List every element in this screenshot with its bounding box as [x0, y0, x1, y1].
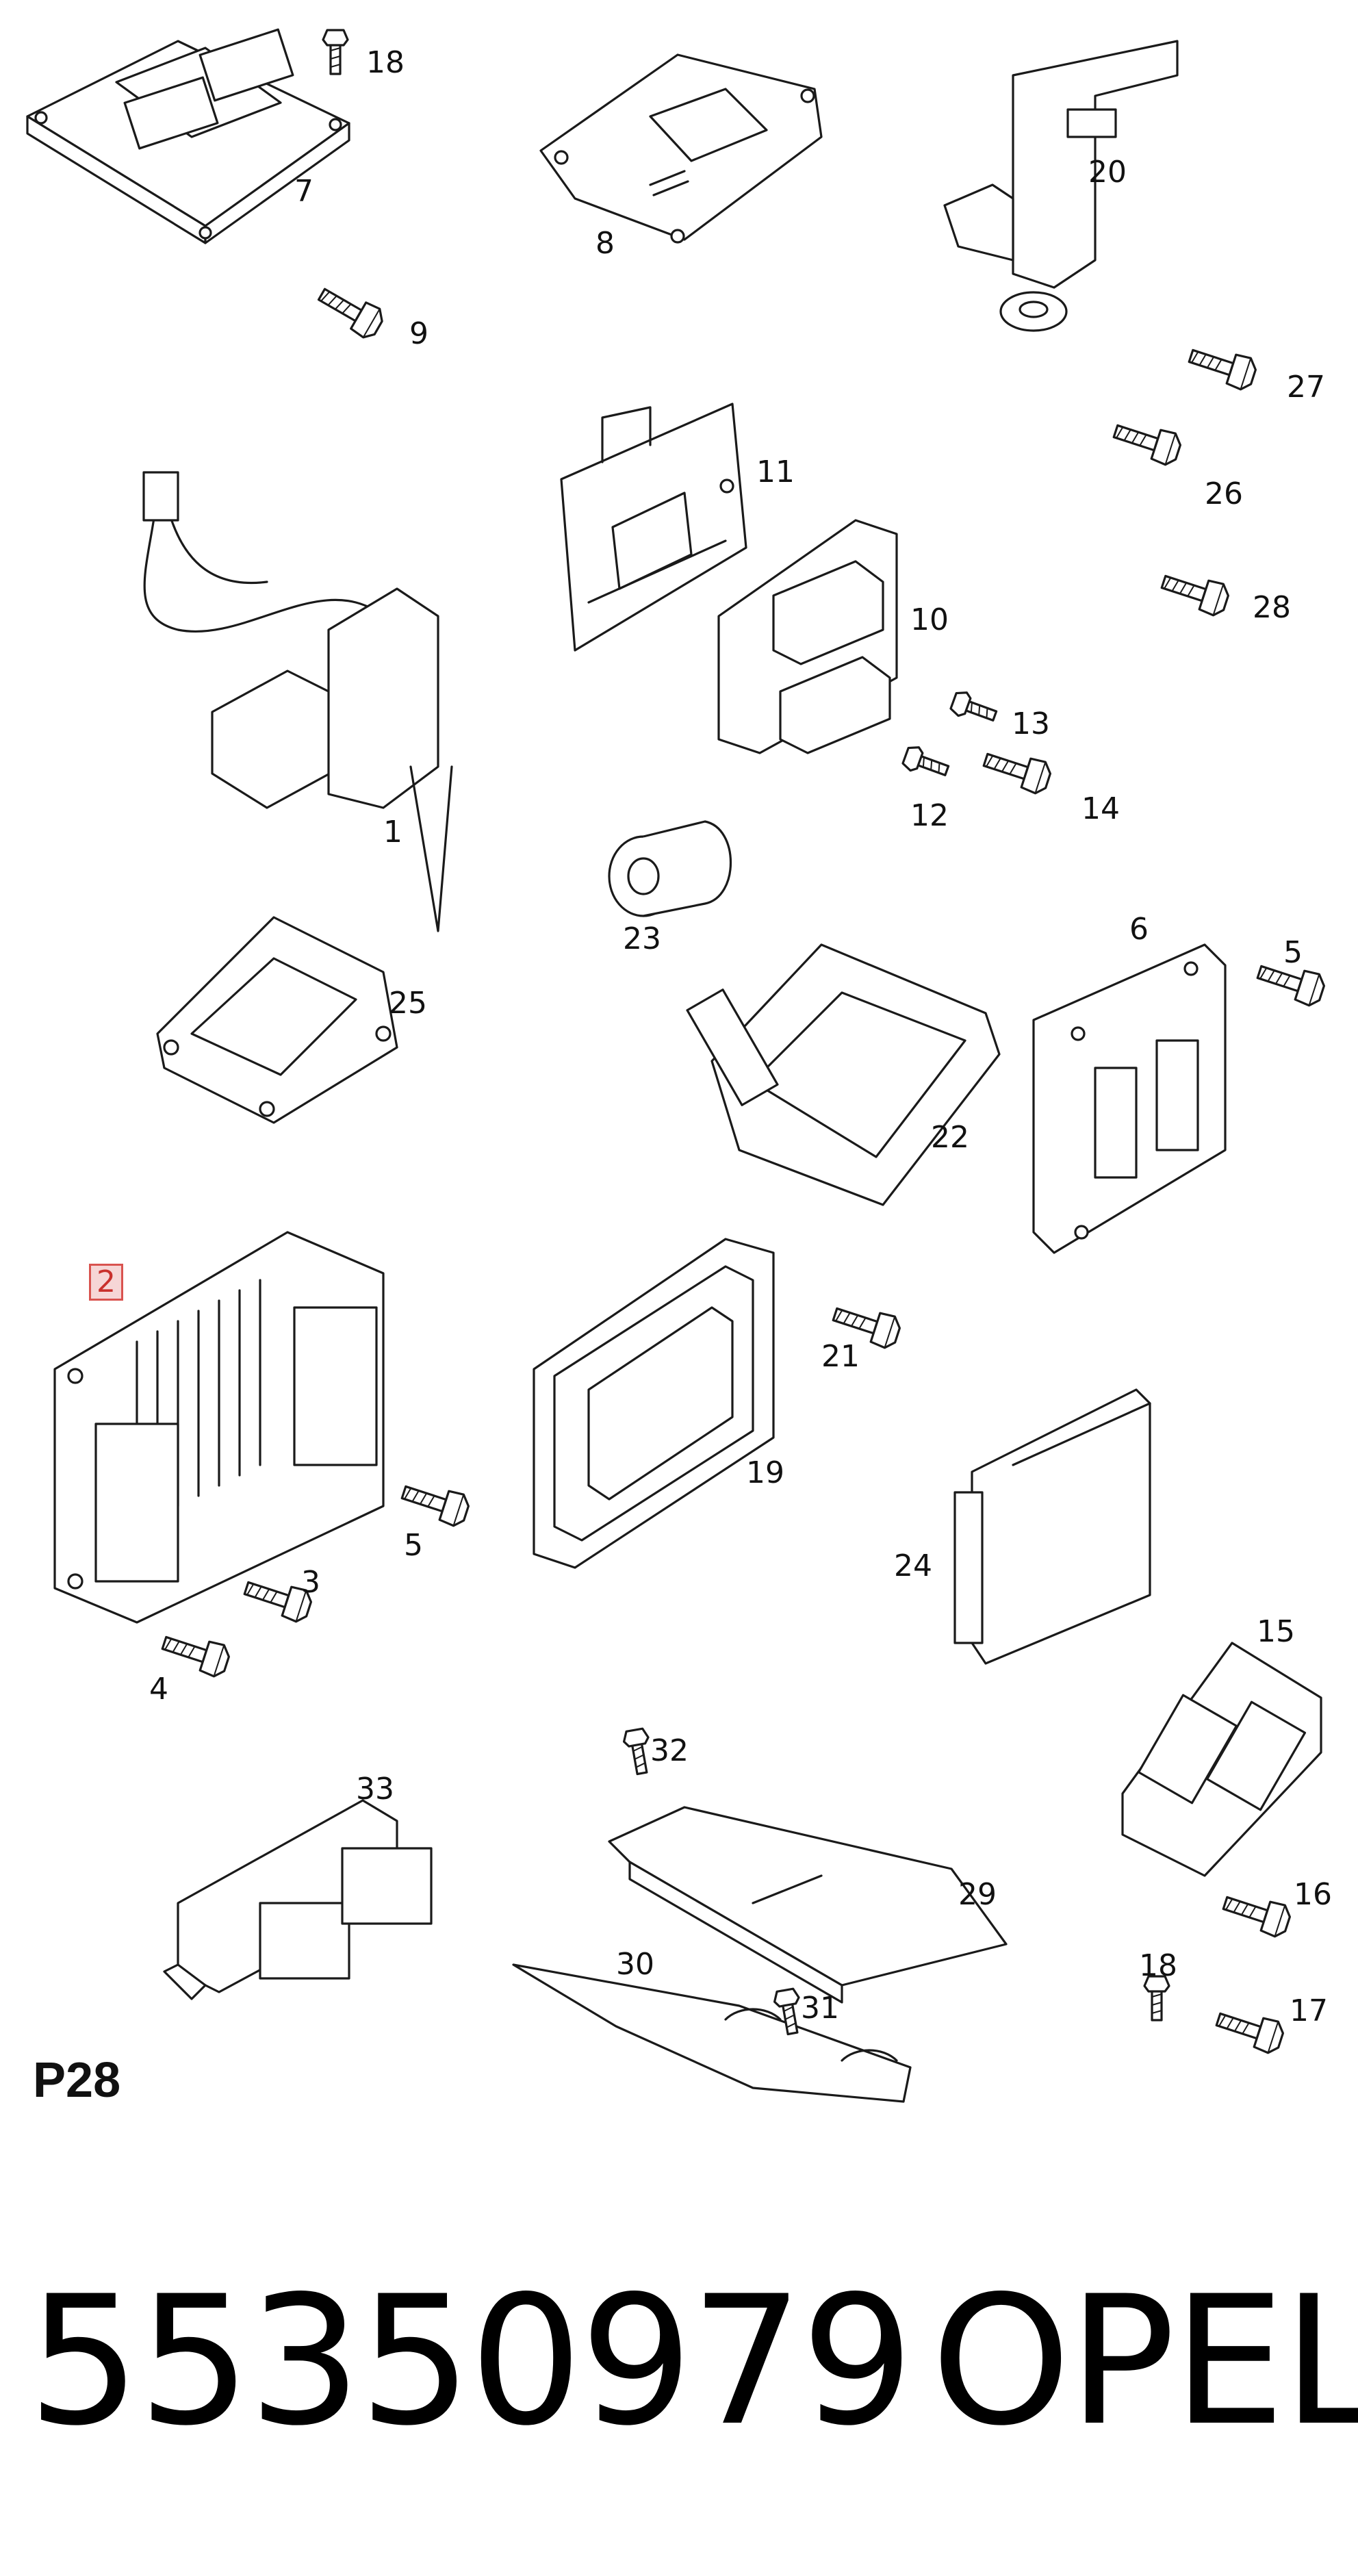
callout-29: 29	[958, 1877, 997, 1912]
callout-28: 28	[1253, 590, 1291, 625]
part-8-bracket	[539, 53, 823, 244]
callout-31: 31	[801, 1991, 839, 2026]
callout-8: 8	[595, 226, 615, 261]
callout-3: 3	[301, 1565, 320, 1600]
callout-24: 24	[894, 1548, 932, 1583]
part-33-relay-module	[163, 1799, 433, 2000]
callout-14: 14	[1081, 791, 1120, 826]
callout-18: 18	[366, 45, 405, 80]
callout-20: 20	[1088, 155, 1127, 190]
part-12-screw	[900, 743, 952, 784]
brand-name: OPEL	[931, 2258, 1358, 2465]
part-5-bolt-lower	[397, 1475, 473, 1530]
callout-19: 19	[746, 1455, 784, 1490]
part-25-housing	[156, 916, 398, 1124]
callout-21: 21	[821, 1339, 860, 1374]
callout-13: 13	[1012, 706, 1050, 741]
part-number: 55350979	[27, 2258, 914, 2465]
part-1-sensor	[142, 471, 453, 932]
callout-23: 23	[623, 921, 661, 956]
callout-5: 5	[1283, 935, 1303, 970]
callout-10: 10	[910, 602, 949, 637]
part-4-bolt	[157, 1626, 233, 1681]
part-26-bolt	[1109, 414, 1185, 469]
callout-16: 16	[1294, 1877, 1332, 1912]
part-30-plate	[512, 1963, 912, 2103]
exploded-parts-diagram	[26, 28, 1329, 2103]
part-29-module	[608, 1806, 1008, 2004]
callout-2-highlighted: 2	[89, 1264, 123, 1301]
part-10-module	[717, 519, 898, 754]
callout-25: 25	[389, 986, 427, 1021]
part-23-bushing	[608, 820, 732, 917]
callout-11: 11	[756, 455, 795, 489]
callout-32: 32	[650, 1733, 689, 1768]
callout-4: 4	[149, 1672, 168, 1707]
part-20-bracket	[943, 40, 1179, 332]
callout-30: 30	[616, 1947, 654, 1982]
callout-18: 18	[1139, 1948, 1177, 1983]
callout-15: 15	[1257, 1614, 1295, 1649]
part-2-ecu-highlighted	[53, 1231, 385, 1624]
part-32-screw	[621, 1726, 656, 1777]
part-6-control-unit	[1032, 943, 1227, 1254]
part-14-bolt	[979, 743, 1055, 798]
callout-9: 9	[409, 316, 428, 351]
callout-12: 12	[910, 798, 949, 833]
page-code: P28	[33, 2053, 121, 2108]
callout-33: 33	[356, 1772, 394, 1807]
callout-27: 27	[1287, 370, 1325, 405]
callout-7: 7	[294, 174, 313, 209]
part-15-ecu	[1121, 1642, 1322, 1877]
callout-6: 6	[1129, 912, 1149, 947]
part-28-bolt	[1157, 565, 1233, 620]
part-22-module	[686, 943, 1001, 1206]
part-18-bolt-top	[322, 29, 349, 75]
part-9-bolt	[312, 279, 388, 343]
callout-22: 22	[931, 1120, 969, 1155]
callout-5: 5	[404, 1528, 423, 1563]
part-7-ecu	[26, 28, 350, 244]
part-13-screw	[948, 688, 1000, 729]
part-24-ecu-box	[953, 1388, 1151, 1665]
part-16-bolt	[1218, 1886, 1294, 1941]
callout-17: 17	[1290, 1993, 1328, 2028]
part-17-bolt	[1212, 2002, 1287, 2057]
part-11-plate	[560, 403, 747, 652]
callout-26: 26	[1205, 476, 1243, 511]
part-19-ecu-frame	[533, 1238, 775, 1569]
callout-1: 1	[383, 815, 402, 850]
part-27-bolt	[1184, 339, 1260, 394]
